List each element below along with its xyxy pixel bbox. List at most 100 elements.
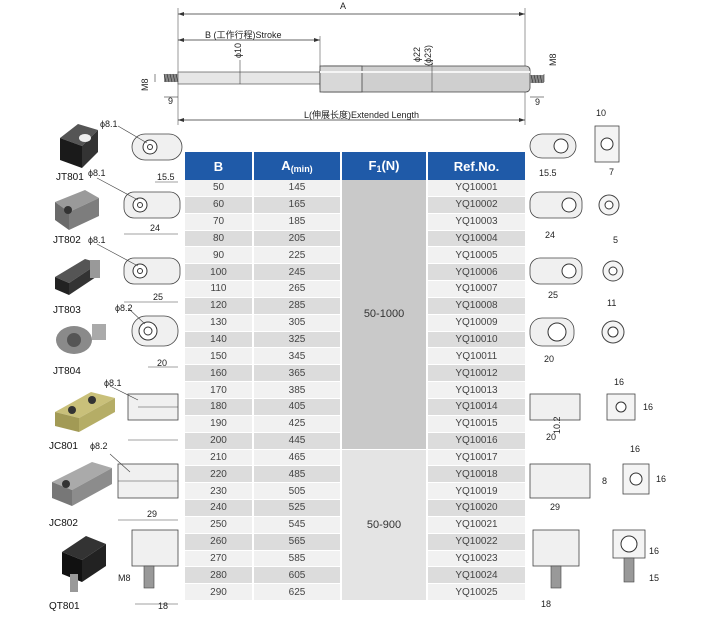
dim-a: A [340, 1, 347, 11]
jc802-len-right: 29 [550, 502, 561, 512]
cell-a: 545 [253, 516, 342, 534]
cell-a: 265 [253, 280, 342, 298]
cell-a: 565 [253, 533, 342, 551]
cell-a: 245 [253, 263, 342, 282]
cell-b: 70 [185, 213, 254, 231]
qt801-photo [62, 536, 106, 592]
cell-b: 190 [185, 415, 254, 433]
cell-b: 120 [185, 297, 254, 315]
cell-a: 225 [253, 246, 342, 265]
jt803-len-left: 25 [153, 292, 164, 302]
jt802-code: JT802 [53, 235, 81, 246]
dim-stroke: B (工作行程)Stroke [205, 30, 282, 40]
cell-ref: YQ10014 [427, 398, 525, 416]
cell-a: 405 [253, 398, 342, 416]
cell-ref: YQ10018 [427, 465, 525, 484]
qt801-len-left: 18 [158, 601, 169, 611]
jc802-code: JC802 [49, 518, 78, 529]
jc801-photo [55, 392, 115, 432]
cell-a: 385 [253, 381, 342, 399]
cell-b: 130 [185, 314, 254, 332]
cell-ref: YQ10020 [427, 499, 525, 517]
jt801-len-left: 15.5 [157, 172, 175, 182]
cell-ref: YQ10022 [427, 533, 525, 551]
jt801-code: JT801 [56, 172, 84, 183]
dim-extended-length: L(伸展长度)Extended Length [304, 110, 420, 120]
jc801-code: JC801 [49, 441, 78, 452]
dim-thread-right: M8 [548, 53, 558, 66]
cell-a: 505 [253, 482, 342, 501]
cell-a: 525 [253, 499, 342, 517]
cell-b: 60 [185, 196, 254, 214]
cell-b: 140 [185, 331, 254, 349]
jt804-width-right: 11 [607, 298, 617, 308]
cell-ref: YQ10015 [427, 415, 525, 433]
jt801-dia-left: ϕ8.1 [100, 119, 118, 129]
jt803-width-right: 5 [613, 235, 619, 245]
cell-b: 100 [185, 263, 254, 282]
table-header-row: B A(min) F1(N) Ref.No. [185, 152, 525, 180]
cell-b: 220 [185, 465, 254, 484]
cell-a: 485 [253, 465, 342, 484]
cell-b: 240 [185, 499, 254, 517]
cell-ref: YQ10007 [427, 280, 525, 298]
cell-ref: YQ10006 [427, 263, 525, 282]
jt804-photo [56, 324, 106, 354]
jt804-len-left: 20 [157, 358, 168, 368]
cell-b: 280 [185, 566, 254, 585]
cell-a: 165 [253, 196, 342, 214]
gas-spring-drawing [154, 8, 545, 125]
cell-ref: YQ10003 [427, 213, 525, 231]
jc802-height-right: 8 [602, 476, 608, 486]
jt803-len-right: 25 [548, 290, 559, 300]
cell-ref: YQ10025 [427, 583, 525, 602]
cell-a: 205 [253, 230, 342, 248]
cell-ref: YQ10011 [427, 347, 525, 366]
cell-a: 365 [253, 364, 342, 383]
dim-nine-left: 9 [168, 96, 174, 106]
jt803-code: JT803 [53, 305, 81, 316]
cell-b: 290 [185, 583, 254, 602]
qt801-thread-left: M8 [118, 573, 131, 583]
cell-b: 80 [185, 230, 254, 248]
cell-force-range: 50-900 [341, 449, 428, 602]
cell-a: 305 [253, 314, 342, 332]
dim-thread-left: M8 [140, 78, 150, 91]
cell-ref: YQ10023 [427, 550, 525, 568]
dim-body-diameter: ϕ22 [412, 46, 422, 62]
cell-a: 445 [253, 432, 342, 450]
cell-a: 345 [253, 347, 342, 366]
header-ref: Ref.No. [427, 152, 525, 180]
cell-ref: YQ10005 [427, 246, 525, 265]
jt802-width-right: 7 [609, 167, 615, 177]
jc801-len-right: 20 [546, 432, 557, 442]
cell-ref: YQ10008 [427, 297, 525, 315]
cell-ref: YQ10001 [427, 180, 525, 197]
header-f1: F1(N) [341, 152, 428, 180]
cell-b: 250 [185, 516, 254, 534]
jt801-len-right: 15.5 [539, 168, 557, 178]
qt801-height-right: 16 [649, 546, 660, 556]
cell-b: 160 [185, 364, 254, 383]
jt801-photo [60, 124, 98, 168]
jt804-len-right: 20 [544, 354, 555, 364]
cell-a: 425 [253, 415, 342, 433]
